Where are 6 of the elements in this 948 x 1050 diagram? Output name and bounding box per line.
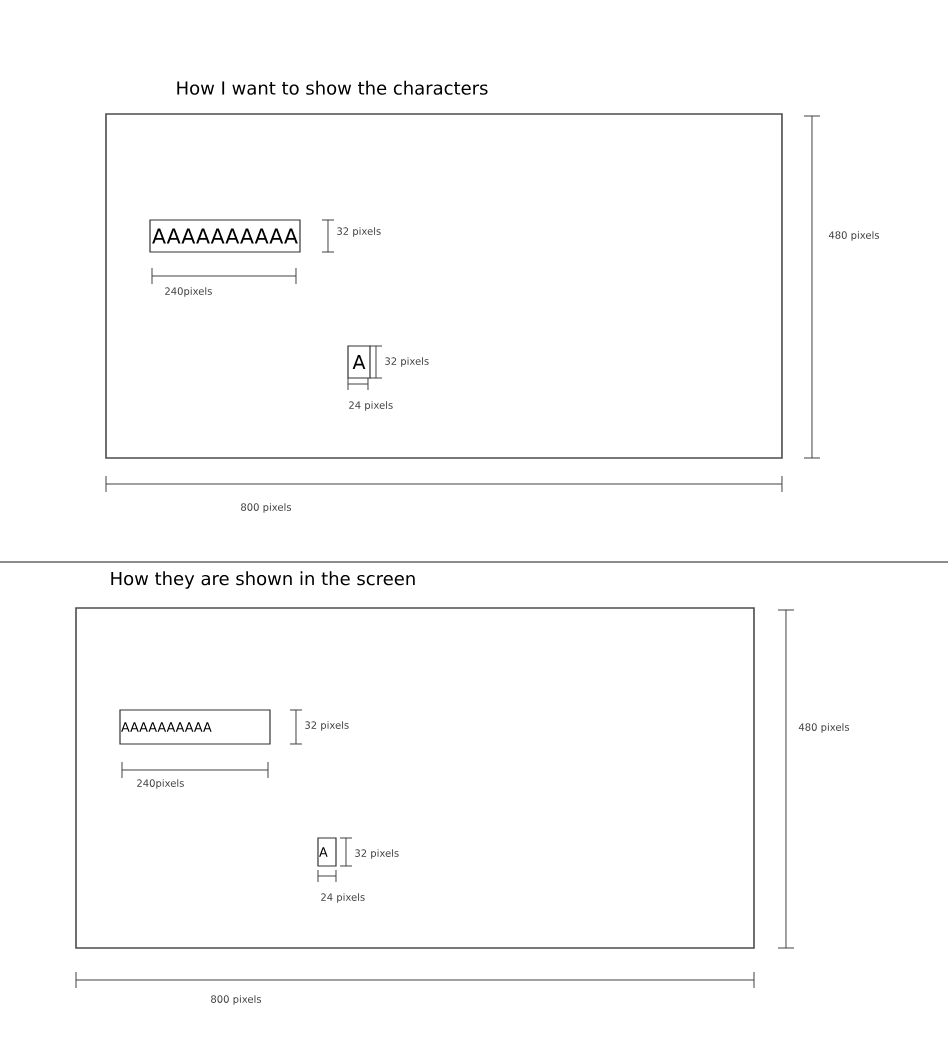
heading: How they are shown in the screen bbox=[111, 571, 415, 589]
screen-frame bbox=[105, 80, 783, 459]
text-box: AAAAAAAAAA bbox=[149, 219, 301, 253]
screen-frame bbox=[75, 571, 755, 949]
heading: How I want to show the characters bbox=[177, 80, 488, 95]
text-box: A bbox=[347, 345, 371, 379]
